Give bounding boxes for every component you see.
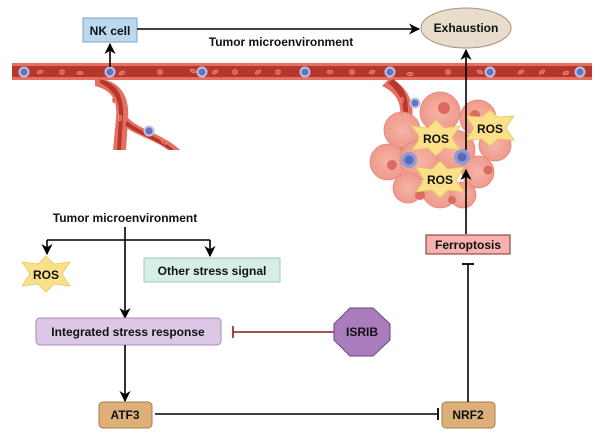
tme-label-bottom: Tumor microenvironment <box>53 211 197 225</box>
isrib-label: ISRIB <box>346 325 378 339</box>
nrf2-label: NRF2 <box>452 408 484 422</box>
ros-label-left: ROS <box>33 268 59 282</box>
ros-star-left: ROS <box>21 255 71 293</box>
ros-star-tumor-2: ROS <box>465 109 515 147</box>
nk-cell-label: NK cell <box>90 24 131 38</box>
other-stress-signal-node: Other stress signal <box>143 257 281 283</box>
ros-label-tumor-3: ROS <box>427 173 453 187</box>
other-stress-signal-label: Other stress signal <box>158 264 267 278</box>
ros-label-tumor-2: ROS <box>477 122 503 136</box>
tme-label-top: Tumor microenvironment <box>209 35 353 49</box>
ros-star-tumor-3: ROS <box>415 160 465 199</box>
ros-label-tumor-1: ROS <box>423 132 449 146</box>
tumor-cluster: ROS ROS ROS <box>369 91 515 209</box>
ros-star-tumor-1: ROS <box>411 119 461 157</box>
exhaustion-label: Exhaustion <box>434 21 499 35</box>
ferroptosis-label: Ferroptosis <box>435 238 501 252</box>
atf3-label: ATF3 <box>110 408 139 422</box>
nk-cell-node: NK cell <box>82 17 138 43</box>
atf3-node: ATF3 <box>98 401 153 429</box>
immune-cells <box>18 66 586 137</box>
ferroptosis-node: Ferroptosis <box>425 234 511 255</box>
integrated-stress-response-node: Integrated stress response <box>35 317 222 346</box>
nrf2-node: NRF2 <box>441 401 496 429</box>
exhaustion-node: Exhaustion <box>420 7 512 49</box>
isrib-node: ISRIB <box>333 307 391 357</box>
integrated-stress-response-label: Integrated stress response <box>51 325 205 339</box>
